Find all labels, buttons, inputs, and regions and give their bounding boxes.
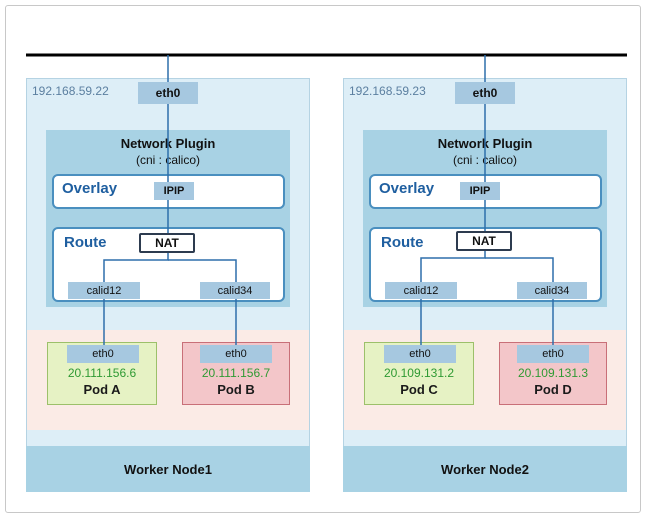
- pod-b-eth0: eth0: [200, 345, 272, 363]
- host-eth0-node-2: eth0: [455, 82, 515, 104]
- pod-a-name: Pod A: [83, 382, 121, 397]
- pod-d-eth0: eth0: [517, 345, 589, 363]
- calid12-node-2: calid12: [385, 282, 457, 299]
- pod-a-eth0: eth0: [67, 345, 139, 363]
- calid12-node-1: calid12: [68, 282, 140, 299]
- pod-b-name: Pod B: [217, 382, 255, 397]
- ipip-tag-node-2: IPIP: [460, 182, 500, 200]
- pod-d-ip: 20.109.131.3: [517, 366, 589, 380]
- calid34-node-1: calid34: [200, 282, 270, 299]
- host-eth0-node-1: eth0: [138, 82, 198, 104]
- pod-d-name: Pod D: [534, 382, 572, 397]
- ipip-tag-node-1: IPIP: [154, 182, 194, 200]
- overlay-label-node-2: Overlay: [379, 180, 435, 197]
- node1-nat-branch-right: [168, 259, 237, 282]
- route-label-node-1: Route: [64, 234, 107, 251]
- host-ip-node-1: 192.168.59.22: [32, 84, 109, 98]
- node1-nat-branch: [103, 253, 169, 282]
- nat-tag-node-2: NAT: [456, 231, 512, 251]
- route-label-node-2: Route: [381, 234, 424, 251]
- host-ip-node-2: 192.168.59.23: [349, 84, 426, 98]
- pod-b-ip: 20.111.156.7: [201, 366, 271, 380]
- worker-node-1-label: Worker Node1: [26, 446, 310, 492]
- pod-a-ip: 20.111.156.6: [67, 366, 137, 380]
- diagram-frame: [5, 5, 641, 513]
- overlay-label-node-1: Overlay: [62, 180, 118, 197]
- pod-c-ip: 20.109.131.2: [383, 366, 455, 380]
- node2-nat-branch: [420, 251, 486, 282]
- nat-tag-node-1: NAT: [139, 233, 195, 253]
- node2-nat-branch-right: [485, 257, 554, 282]
- calid34-node-2: calid34: [517, 282, 587, 299]
- pod-c-eth0: eth0: [384, 345, 456, 363]
- worker-node-2-label: Worker Node2: [343, 446, 627, 492]
- pod-c-name: Pod C: [400, 382, 438, 397]
